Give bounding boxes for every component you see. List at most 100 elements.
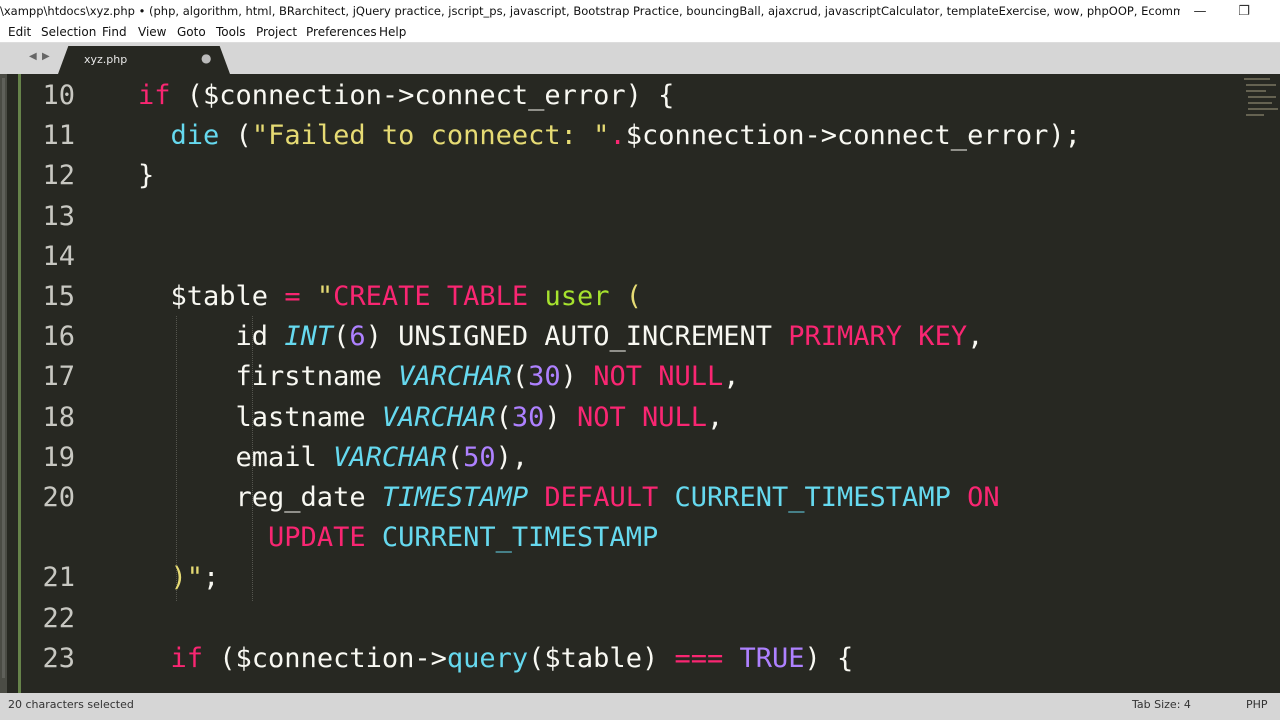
minimap[interactable] [1240,74,1280,154]
line-number[interactable]: 20 [42,482,75,513]
menu-bar: Edit Selection Find View Goto Tools Proj… [0,23,1280,43]
code-token: 50 [463,441,496,473]
code-token [138,562,171,593]
code-token: "Failed to conneect: " [251,120,610,152]
code-token: firstname [138,361,399,393]
unsaved-dot-icon[interactable]: ● [201,51,212,65]
code-token: )" [170,562,204,594]
code-token: ) [544,401,577,433]
code-token [138,120,171,151]
code-token: id [138,321,285,353]
code-token [138,643,171,674]
code-line[interactable]: 21 )"; [0,558,1280,598]
code-token: ( [495,401,512,433]
code-token: NOT NULL [576,401,707,433]
code-line[interactable]: 18 lastname VARCHAR(30) NOT NULL, [0,398,1280,438]
menu-help[interactable]: Help [379,25,407,39]
code-line[interactable]: 14 [0,237,1280,277]
menu-find[interactable]: Find [102,25,127,39]
menu-selection[interactable]: Selection [41,25,97,39]
code-token: 30 [511,401,545,433]
code-token: ), [495,441,529,473]
code-token: reg_date [138,482,382,513]
code-token [528,482,544,513]
code-token: 30 [528,361,561,393]
line-number[interactable]: 13 [42,200,75,232]
code-line[interactable]: 19 email VARCHAR(50), [0,438,1280,478]
code-token: ) UNSIGNED AUTO_INCREMENT [365,321,789,353]
line-number[interactable]: 22 [42,602,75,634]
code-token [658,482,674,513]
syntax-indicator[interactable]: PHP [1246,698,1268,711]
tab-forward-icon[interactable]: ▶ [42,51,50,62]
code-token: ; [203,562,220,594]
code-line[interactable]: 11 die ("Failed to conneect: ".$connecti… [0,116,1280,156]
scroll-indicator[interactable] [0,74,7,693]
code-token: query [446,642,529,674]
line-number[interactable]: 18 [42,401,75,433]
code-line[interactable]: 12} [0,156,1280,196]
line-number[interactable]: 23 [42,642,75,674]
code-token: lastname [138,401,382,433]
code-line[interactable]: 15 $table = "CREATE TABLE user ( [0,277,1280,317]
code-line[interactable]: 20 reg_date TIMESTAMP DEFAULT CURRENT_TI… [0,478,1280,518]
code-text: if ($connection->query($table) === TRUE)… [138,639,854,679]
modified-lines-marker [18,74,21,693]
code-text: die ("Failed to conneect: ".$connection-… [138,116,1081,156]
code-text: )"; [138,558,220,598]
menu-goto[interactable]: Goto [177,25,206,39]
code-token: . [609,120,626,152]
code-token: TRUE [739,642,805,674]
code-token: TIMESTAMP [381,482,529,513]
tab-bar: ◀ ▶ xyz.php ● [0,43,1280,74]
code-line[interactable]: 13 [0,197,1280,237]
line-number[interactable]: 14 [42,240,75,272]
line-number[interactable]: 17 [42,361,75,393]
code-line[interactable]: 23 if ($connection->query($table) === TR… [0,639,1280,679]
menu-edit[interactable]: Edit [8,25,32,39]
menu-project[interactable]: Project [256,25,298,39]
code-token: ($table) [528,642,675,674]
code-token: VARCHAR [333,441,447,473]
code-text: lastname VARCHAR(30) NOT NULL, [138,398,724,438]
selection-status: 20 characters selected [8,698,134,711]
line-number[interactable]: 15 [42,281,75,312]
code-token: INT [284,321,334,353]
code-token [366,522,382,553]
tab-label: xyz.php [84,53,128,66]
code-token: ON [967,482,1000,513]
code-line[interactable]: 17 firstname VARCHAR(30) NOT NULL, [0,357,1280,397]
code-token: PRIMARY KEY [788,321,968,353]
code-text: UPDATE CURRENT_TIMESTAMP [138,518,658,558]
menu-view[interactable]: View [138,25,167,39]
line-number[interactable]: 12 [42,160,75,192]
code-text: id INT(6) UNSIGNED AUTO_INCREMENT PRIMAR… [138,317,984,357]
code-token: , [706,401,724,433]
window-title: \xampp\htdocs\xyz.php • (php, algorithm,… [0,4,1180,18]
code-token: user [544,281,610,312]
line-number[interactable]: 19 [42,441,75,473]
line-number[interactable]: 21 [42,562,75,594]
menu-tools[interactable]: Tools [216,25,246,39]
code-token: UPDATE [268,522,366,554]
line-number[interactable]: 16 [42,321,75,353]
line-number[interactable]: 11 [42,120,75,152]
restore-button[interactable]: ❐ [1238,4,1250,19]
tab-xyz-php[interactable]: xyz.php ● [58,46,230,74]
code-line[interactable]: UPDATE CURRENT_TIMESTAMP [0,518,1280,558]
code-token: email [138,441,334,473]
code-token [431,281,447,312]
code-token: = [284,281,301,312]
code-line[interactable]: 22 [0,599,1280,639]
minimize-button[interactable]: — [1193,4,1207,19]
tab-size-indicator[interactable]: Tab Size: 4 [1132,698,1191,711]
code-token: CURRENT_TIMESTAMP [381,522,659,554]
menu-preferences[interactable]: Preferences [306,25,377,39]
code-line[interactable]: 16 id INT(6) UNSIGNED AUTO_INCREMENT PRI… [0,317,1280,357]
code-token [723,643,739,674]
line-number[interactable]: 10 [42,80,75,111]
title-bar: \xampp\htdocs\xyz.php • (php, algorithm,… [0,0,1280,23]
tab-back-icon[interactable]: ◀ [29,51,37,62]
